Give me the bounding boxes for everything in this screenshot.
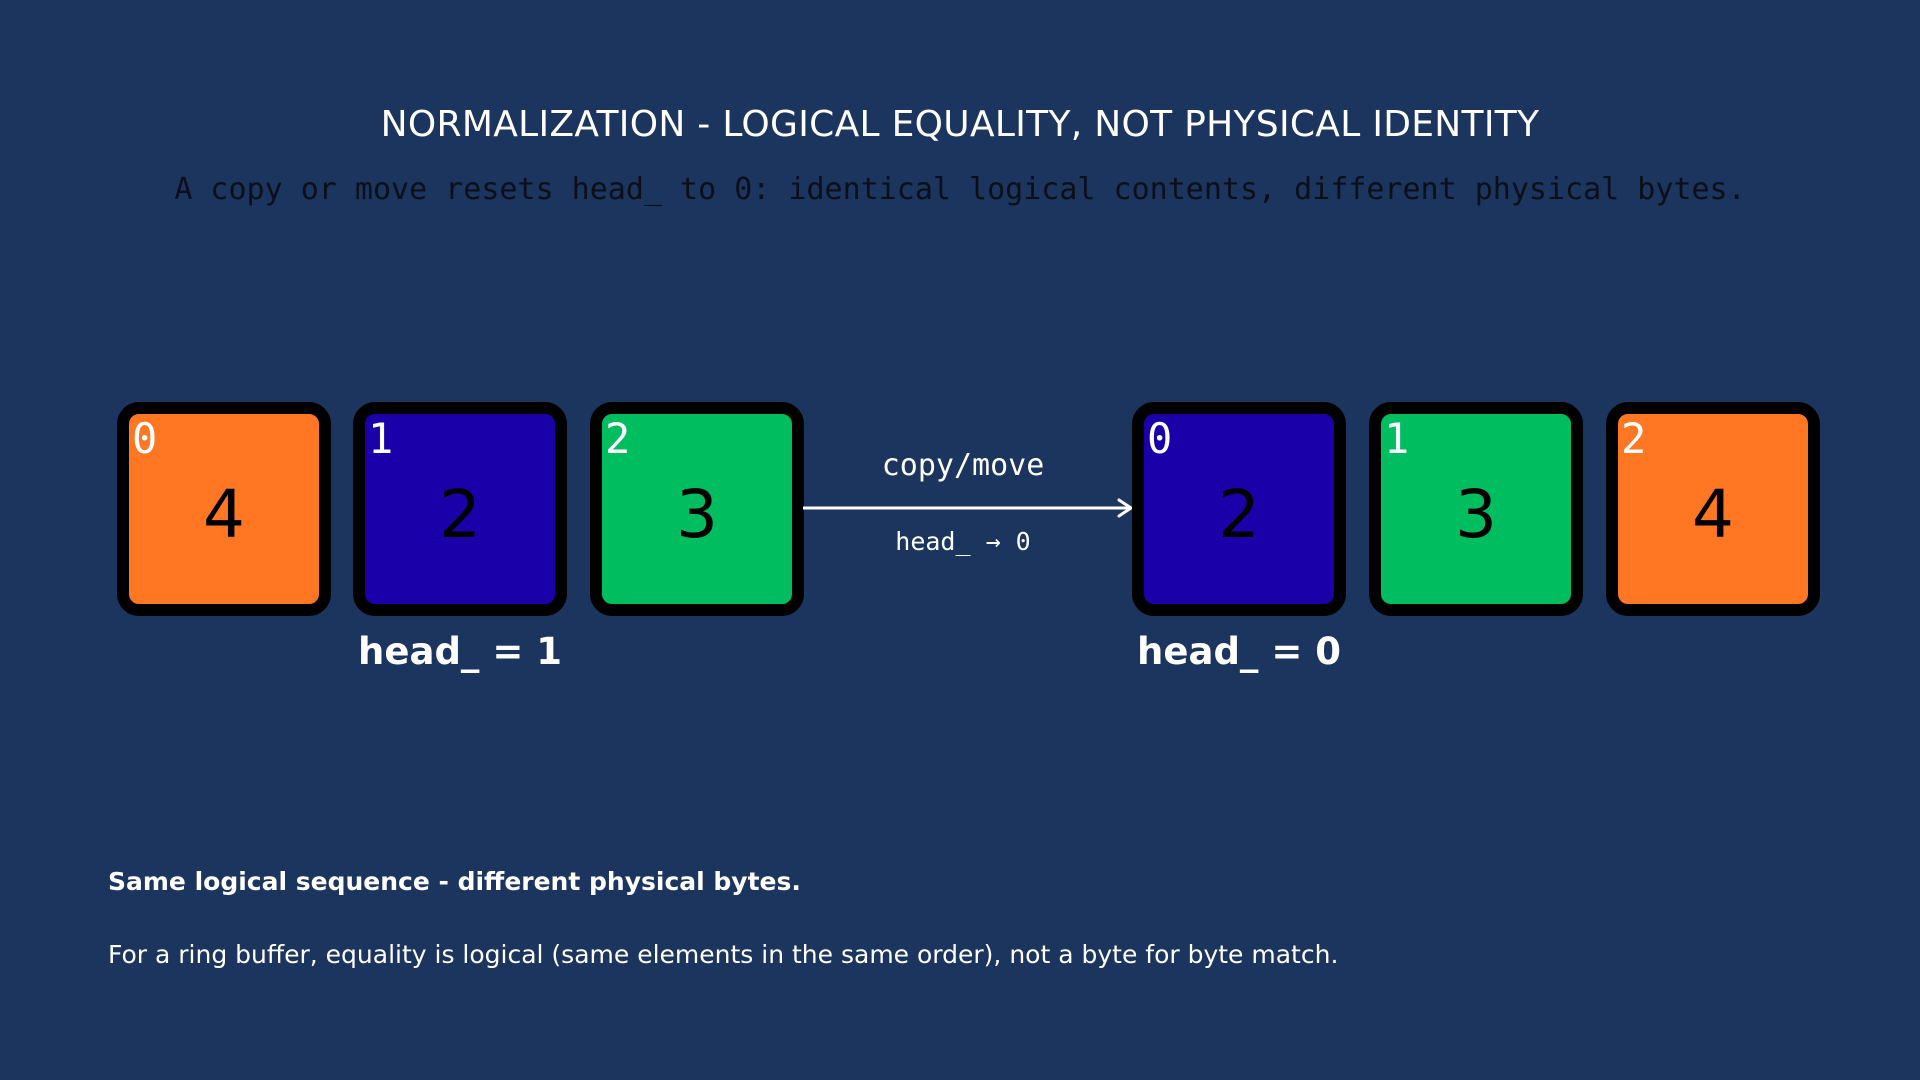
cell-index: 0 xyxy=(132,414,158,463)
cell-value: 4 xyxy=(203,475,245,553)
before-head-label: head_ = 1 xyxy=(358,630,562,673)
cell-value: 2 xyxy=(1218,475,1260,553)
cell-index: 2 xyxy=(605,414,631,463)
arrow-label: copy/move xyxy=(881,448,1045,483)
before-cell-2: 2 3 xyxy=(590,402,804,616)
cell-value: 3 xyxy=(676,475,718,553)
cell-index: 0 xyxy=(1147,414,1173,463)
cell-index: 1 xyxy=(368,414,394,463)
page-subtitle: A copy or move resets head_ to 0: identi… xyxy=(174,172,1746,207)
cell-index: 1 xyxy=(1384,414,1410,463)
after-cell-2: 2 4 xyxy=(1606,402,1820,616)
arrow-sublabel: head_ → 0 xyxy=(895,527,1031,556)
after-cell-1: 1 3 xyxy=(1369,402,1583,616)
cell-value: 3 xyxy=(1455,475,1497,553)
before-cell-0: 0 4 xyxy=(117,402,331,616)
right-arrow-icon xyxy=(803,498,1133,518)
after-cell-0: 0 2 xyxy=(1132,402,1346,616)
cell-value: 4 xyxy=(1692,475,1734,553)
after-head-label: head_ = 0 xyxy=(1137,630,1341,673)
summary-heading: Same logical sequence - different physic… xyxy=(108,867,801,896)
cell-value: 2 xyxy=(439,475,481,553)
cell-index: 2 xyxy=(1621,414,1647,463)
summary-text: For a ring buffer, equality is logical (… xyxy=(108,940,1339,969)
before-cell-1: 1 2 xyxy=(353,402,567,616)
page-title: NORMALIZATION - LOGICAL EQUALITY, NOT PH… xyxy=(380,104,1540,145)
